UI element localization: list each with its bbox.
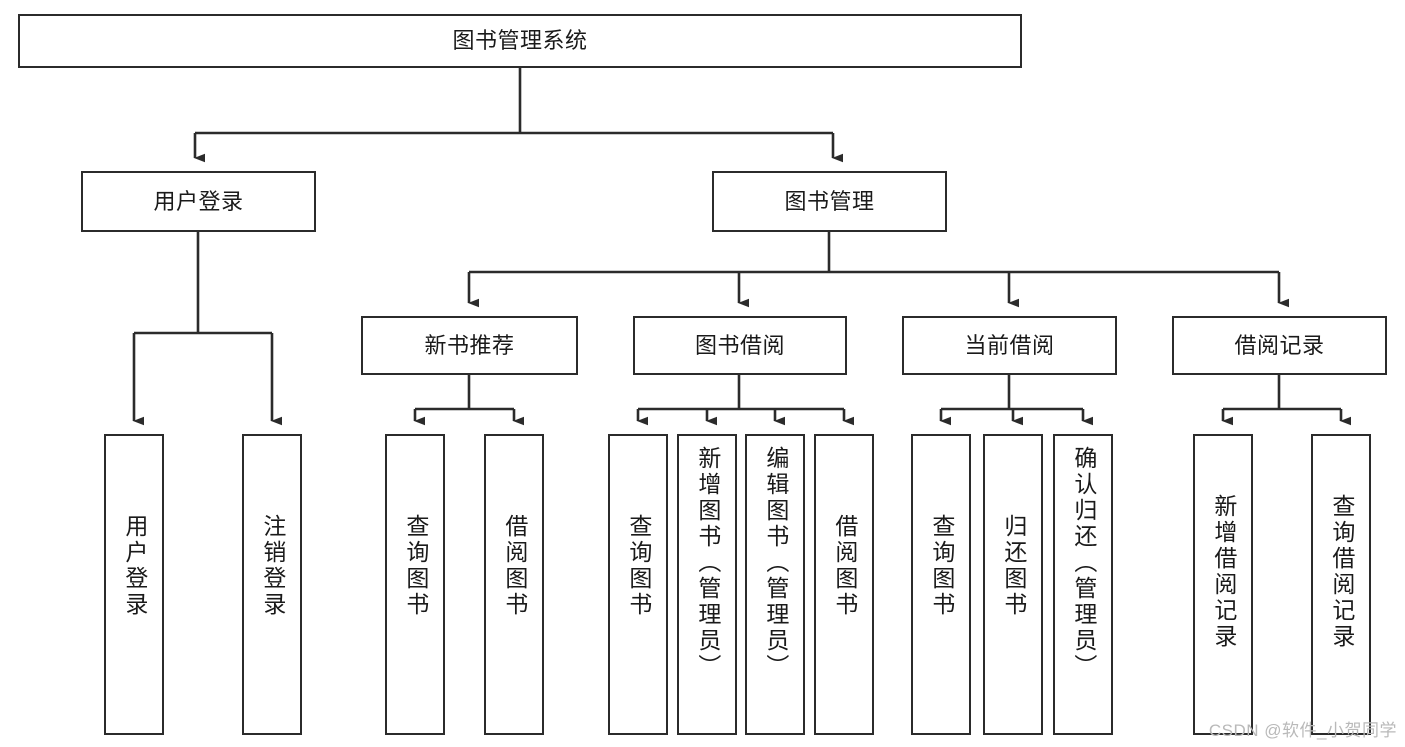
node-leaf-query-book-borrow[interactable]: 查询图书: [608, 434, 668, 735]
node-leaf-add-book[interactable]: 新增图书（管理员）: [677, 434, 737, 735]
node-leaf-borrow-book-recommend[interactable]: 借阅图书: [484, 434, 544, 735]
node-leaf-confirm-return[interactable]: 确认归还（管理员）: [1053, 434, 1113, 735]
node-label-borrow-record: 借阅记录: [1234, 332, 1325, 358]
node-label-user-login: 用户登录: [153, 188, 244, 214]
node-leaf-query-book-current[interactable]: 查询图书: [911, 434, 971, 735]
node-label-leaf-user-login: 用户登录: [121, 514, 148, 618]
node-label-leaf-user-logout: 注销登录: [259, 514, 286, 618]
node-label-leaf-return-book: 归还图书: [1000, 514, 1027, 618]
node-leaf-edit-book[interactable]: 编辑图书（管理员）: [745, 434, 805, 735]
node-label-leaf-query-borrow-record: 查询借阅记录: [1328, 494, 1355, 650]
csdn-watermark: CSDN @软件_小贺同学: [1208, 721, 1397, 740]
node-label-new-book-recommend: 新书推荐: [424, 332, 515, 358]
node-leaf-return-book[interactable]: 归还图书: [983, 434, 1043, 735]
node-leaf-borrow-book[interactable]: 借阅图书: [814, 434, 874, 735]
node-label-leaf-edit-book: 编辑图书（管理员）: [762, 446, 789, 680]
node-label-book-borrow: 图书借阅: [694, 332, 785, 358]
node-leaf-add-borrow-record[interactable]: 新增借阅记录: [1193, 434, 1253, 735]
node-label-leaf-query-book-recommend: 查询图书: [402, 514, 429, 618]
node-label-leaf-query-book-borrow: 查询图书: [625, 514, 652, 618]
node-root[interactable]: 图书管理系统: [18, 14, 1022, 68]
node-current-borrow[interactable]: 当前借阅: [902, 316, 1117, 375]
node-label-leaf-add-book: 新增图书（管理员）: [694, 446, 721, 680]
node-borrow-record[interactable]: 借阅记录: [1172, 316, 1387, 375]
node-user-login[interactable]: 用户登录: [81, 171, 316, 232]
node-leaf-query-book-recommend[interactable]: 查询图书: [385, 434, 445, 735]
node-label-leaf-confirm-return: 确认归还（管理员）: [1070, 446, 1097, 680]
node-label-leaf-borrow-book-recommend: 借阅图书: [501, 514, 528, 618]
node-label-root: 图书管理系统: [452, 28, 588, 54]
node-new-book-recommend[interactable]: 新书推荐: [361, 316, 578, 375]
node-label-leaf-borrow-book: 借阅图书: [831, 514, 858, 618]
node-label-current-borrow: 当前借阅: [964, 332, 1055, 358]
node-label-book-manage: 图书管理: [784, 188, 875, 214]
node-leaf-user-login[interactable]: 用户登录: [104, 434, 164, 735]
node-leaf-query-borrow-record[interactable]: 查询借阅记录: [1311, 434, 1371, 735]
node-book-borrow[interactable]: 图书借阅: [633, 316, 847, 375]
node-leaf-user-logout[interactable]: 注销登录: [242, 434, 302, 735]
node-book-manage[interactable]: 图书管理: [712, 171, 947, 232]
node-label-leaf-add-borrow-record: 新增借阅记录: [1210, 494, 1237, 650]
node-label-leaf-query-book-current: 查询图书: [928, 514, 955, 618]
